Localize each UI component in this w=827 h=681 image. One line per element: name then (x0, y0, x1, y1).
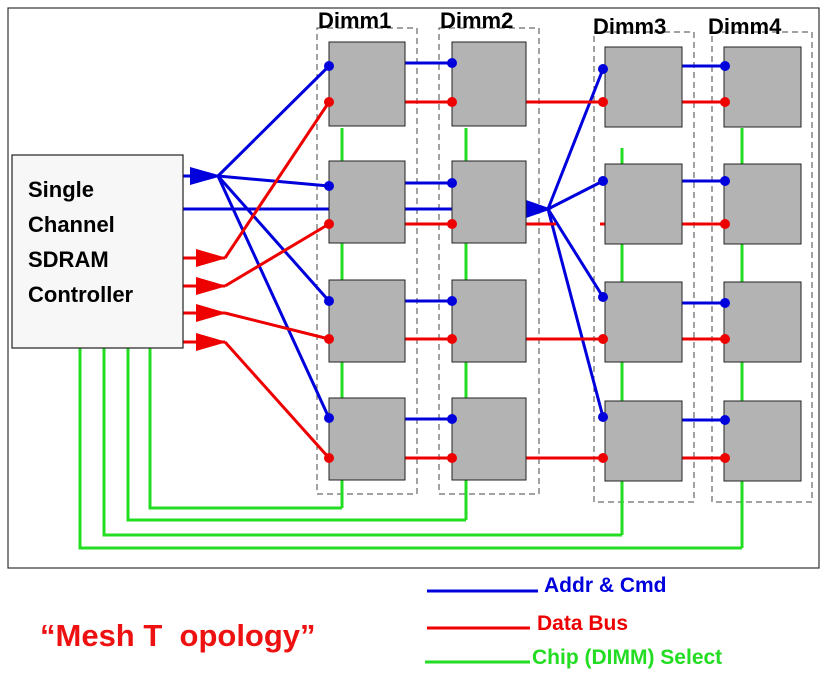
data-dot (447, 334, 457, 344)
addr-arrow-dimm2 (526, 200, 552, 218)
data-route-row2 (224, 222, 330, 288)
data-dot (447, 97, 457, 107)
addr-fan-2 (217, 174, 330, 188)
chip-select-route-2 (126, 348, 466, 522)
topology-caption: “Mesh T opology” (40, 618, 316, 653)
addr-dot (447, 414, 457, 424)
addr-dot (598, 64, 608, 74)
sdram-controller-box (11, 154, 184, 349)
data-arrow-2 (196, 277, 227, 295)
addr-dot (447, 178, 457, 188)
addr-dot (720, 298, 730, 308)
data-dot (324, 219, 334, 229)
chip-d2-r1 (451, 41, 527, 127)
chip-d3-r4 (604, 400, 683, 482)
addr-hub-4 (546, 208, 605, 418)
addr-dot (598, 412, 608, 422)
data-arrow-4 (196, 333, 227, 351)
diagram-frame (7, 7, 820, 569)
dimm3-boundary (593, 31, 695, 503)
addr-dot (447, 58, 457, 68)
chip-d4-r3 (723, 281, 802, 363)
data-route-row1 (223, 101, 331, 259)
data-route-row4 (223, 340, 331, 460)
data-dot (598, 334, 608, 344)
dimm1-label: Dimm1 (318, 8, 391, 33)
chip-select-route-4 (78, 348, 742, 550)
addr-dot (720, 415, 730, 425)
addr-dot (598, 292, 608, 302)
addr-dot (324, 413, 334, 423)
addr-fan-4 (216, 175, 331, 419)
data-dot (447, 219, 457, 229)
controller-label-line3: SDRAM (28, 247, 109, 272)
addr-hub-2 (547, 179, 604, 211)
addr-arrow-upper (190, 167, 222, 185)
chip-d3-r3 (604, 281, 683, 363)
addr-hub-1 (546, 68, 605, 210)
chip-d3-r2 (604, 163, 683, 245)
chip-d2-r4 (451, 397, 527, 481)
chip-d2-r2 (451, 160, 527, 244)
chip-d1-r2 (328, 160, 406, 244)
arrow-heads (190, 167, 552, 351)
chip-d2-r3 (451, 279, 527, 363)
data-dot (324, 334, 334, 344)
addr-dot (720, 61, 730, 71)
chip-d1-r4 (328, 397, 406, 481)
addr-dots (324, 58, 730, 425)
chip-d3-r1 (604, 46, 683, 128)
addr-dot (324, 61, 334, 71)
addr-dot (598, 176, 608, 186)
controller-label-line2: Channel (28, 212, 115, 237)
data-dot (598, 97, 608, 107)
data-dot (720, 334, 730, 344)
dimm2-label: Dimm2 (440, 8, 513, 33)
chip-select-route-3 (102, 348, 622, 537)
controller-label-line4: Controller (28, 282, 134, 307)
dimm4-boundary (711, 31, 813, 503)
chip-d1-r1 (328, 41, 406, 127)
data-dot (720, 453, 730, 463)
legend: Addr & Cmd Data Bus Chip (DIMM) Select (425, 574, 722, 669)
data-arrow-1 (196, 249, 227, 267)
data-dot (720, 97, 730, 107)
addr-dot (324, 296, 334, 306)
addr-fan-3 (216, 175, 331, 302)
dimm2-boundary (438, 27, 540, 495)
data-route-row3 (224, 311, 330, 341)
addr-cmd-lines (183, 61, 725, 422)
data-dot (324, 453, 334, 463)
data-arrow-3 (196, 304, 227, 322)
addr-fan-1 (216, 64, 331, 178)
data-dots (324, 97, 730, 463)
data-dot (720, 219, 730, 229)
legend-addr-label: Addr & Cmd (544, 574, 667, 597)
chip-d4-r4 (723, 400, 802, 482)
chip-d4-r1 (723, 46, 802, 128)
dimm4-label: Dimm4 (708, 14, 782, 39)
data-dot (598, 453, 608, 463)
data-dot (324, 97, 334, 107)
controller-label-line1: Single (28, 177, 94, 202)
addr-hub-3 (546, 208, 605, 298)
chip-select-route-1 (148, 348, 342, 510)
addr-dot (447, 296, 457, 306)
legend-select-label: Chip (DIMM) Select (532, 646, 722, 669)
data-dot (447, 453, 457, 463)
chip-d1-r3 (328, 279, 406, 363)
addr-dot (720, 176, 730, 186)
dimm1-boundary (316, 27, 418, 495)
addr-dot (324, 181, 334, 191)
memory-chips (328, 41, 802, 482)
dimm3-label: Dimm3 (593, 14, 666, 39)
legend-data-label: Data Bus (537, 612, 628, 635)
dimm-boundaries (316, 27, 813, 503)
chip-d4-r2 (723, 163, 802, 245)
